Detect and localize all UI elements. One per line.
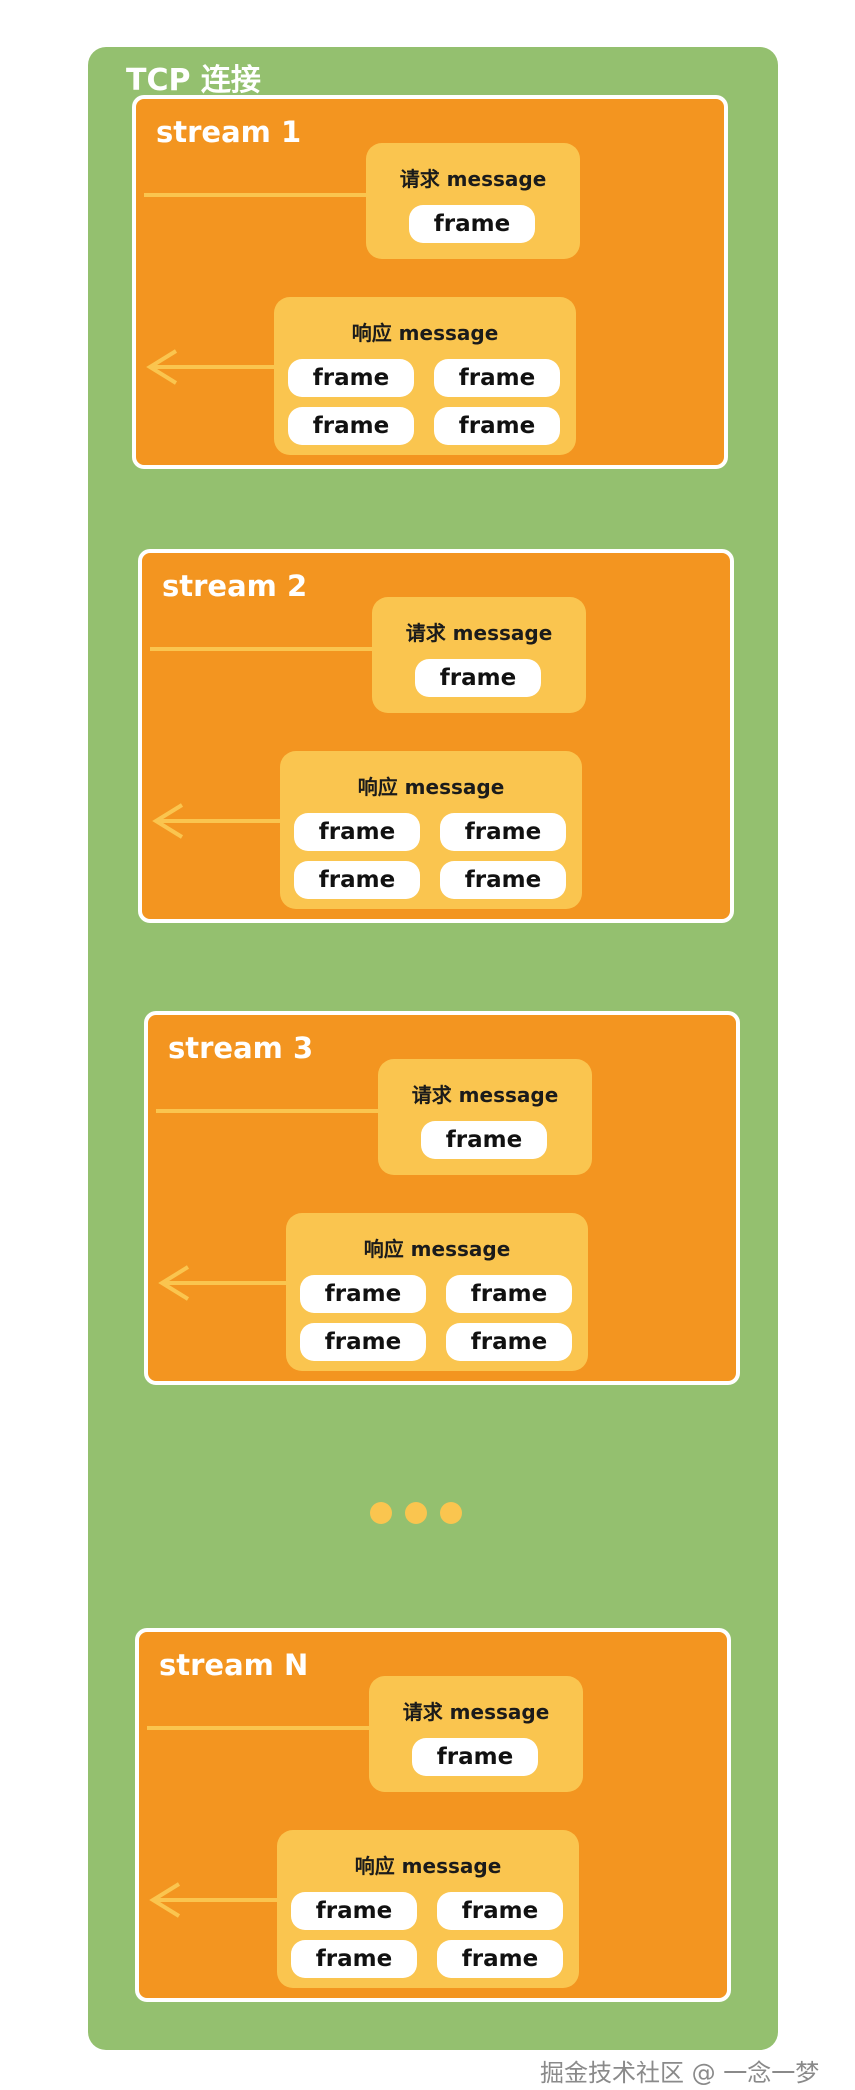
stream-3: stream 3 请求 message frame 响应 message fra…: [144, 1011, 740, 1385]
stream-n-response-frame-4: frame: [437, 1940, 563, 1978]
stream-1-request-message: 请求 message frame: [366, 143, 580, 259]
stream-1-response-message: 响应 message frame frame frame frame: [274, 297, 576, 455]
stream-n-response-frame-1: frame: [291, 1892, 417, 1930]
stream-n-title: stream N: [159, 1648, 309, 1682]
stream-1-response-frame-4: frame: [434, 407, 560, 445]
stream-1-response-frame-1: frame: [288, 359, 414, 397]
stream-1-title: stream 1: [156, 115, 302, 149]
ellipsis-dot-3: [440, 1502, 462, 1524]
stream-1-response-frame-2: frame: [434, 359, 560, 397]
tcp-connection: TCP 连接 stream 1 请求 message frame 响应 mess…: [88, 47, 778, 2050]
stream-2-request-message: 请求 message frame: [372, 597, 586, 713]
tcp-connection-title: TCP 连接: [126, 63, 261, 98]
stream-3-response-frame-2: frame: [446, 1275, 572, 1313]
stream-n-response-frame-2: frame: [437, 1892, 563, 1930]
stream-n-response-message: 响应 message frame frame frame frame: [277, 1830, 579, 1988]
stream-n-request-message: 请求 message frame: [369, 1676, 583, 1792]
stream-1-request-label: 请求 message: [399, 167, 547, 191]
stream-n-response-frame-3: frame: [291, 1940, 417, 1978]
stream-3-response-label: 响应 message: [363, 1237, 511, 1261]
ellipsis-dot-1: [370, 1502, 392, 1524]
stream-n-request-frame: frame: [412, 1738, 538, 1776]
stream-1-response-label: 响应 message: [351, 321, 499, 345]
stream-3-response-frame-3: frame: [300, 1323, 426, 1361]
stream-1-request-frame: frame: [409, 205, 535, 243]
stream-2-request-label: 请求 message: [405, 621, 553, 645]
stream-2-title: stream 2: [162, 569, 308, 603]
stream-2-request-frame: frame: [415, 659, 541, 697]
stream-n-response-label: 响应 message: [354, 1854, 502, 1878]
stream-3-request-frame: frame: [421, 1121, 547, 1159]
ellipsis-dot-2: [405, 1502, 427, 1524]
watermark: 掘金技术社区 @ 一念一梦: [540, 2059, 820, 2087]
stream-2-response-frame-4: frame: [440, 861, 566, 899]
stream-1: stream 1 请求 message frame 响应 message fra…: [132, 95, 728, 469]
stream-1-response-frame-3: frame: [288, 407, 414, 445]
stream-3-request-label: 请求 message: [411, 1083, 559, 1107]
stream-2: stream 2 请求 message frame 响应 message fra…: [138, 549, 734, 923]
stream-2-response-message: 响应 message frame frame frame frame: [280, 751, 582, 909]
stream-n-request-label: 请求 message: [402, 1700, 550, 1724]
stream-3-response-frame-4: frame: [446, 1323, 572, 1361]
stream-2-response-frame-1: frame: [294, 813, 420, 851]
stream-n: stream N 请求 message frame 响应 message fra…: [135, 1628, 731, 2002]
stream-3-response-frame-1: frame: [300, 1275, 426, 1313]
stream-3-title: stream 3: [168, 1031, 314, 1065]
stream-2-response-frame-3: frame: [294, 861, 420, 899]
stream-3-request-message: 请求 message frame: [378, 1059, 592, 1175]
stream-2-response-frame-2: frame: [440, 813, 566, 851]
stream-2-response-label: 响应 message: [357, 775, 505, 799]
stream-3-response-message: 响应 message frame frame frame frame: [286, 1213, 588, 1371]
